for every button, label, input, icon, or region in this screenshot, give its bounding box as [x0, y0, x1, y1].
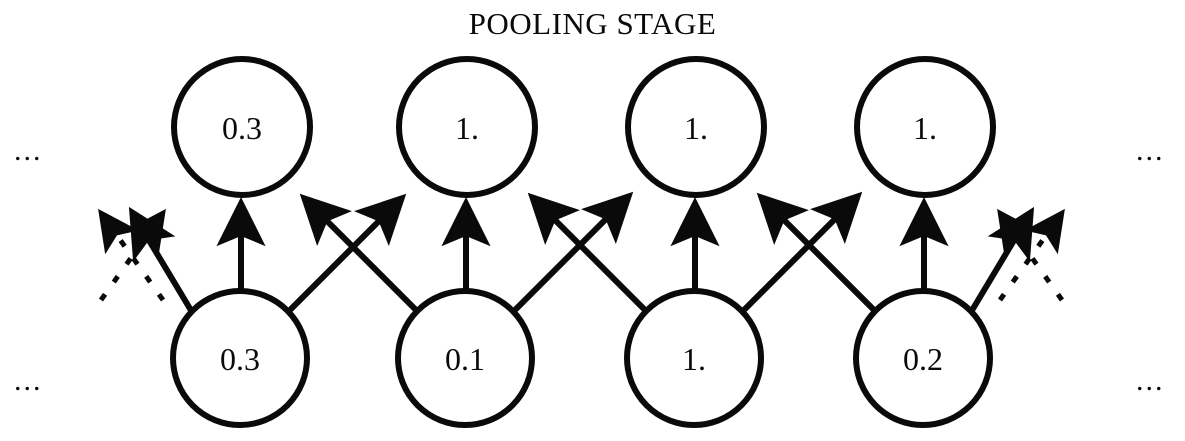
dashed-edge-right-out [997, 208, 1065, 302]
pooling-node-1[interactable] [171, 56, 313, 198]
pooling-outputs-row [171, 56, 996, 198]
detector-node-3[interactable] [624, 288, 764, 428]
pooling-node-3[interactable] [625, 56, 767, 198]
dashed-edge-left-out [98, 208, 166, 302]
page-title: POOLING STAGE [468, 6, 717, 41]
edge-b4-to-offscreen-right [968, 206, 1035, 314]
ellipsis-top-left: ... [14, 134, 43, 167]
dashed-edge-group-left [98, 208, 166, 302]
dashed-edge-group-right [997, 208, 1065, 302]
edge-b3-to-t4 [739, 191, 863, 315]
edge-b1-to-t2 [285, 193, 407, 315]
ellipsis-bottom-left: ... [14, 364, 43, 397]
edge-b2-to-t3 [510, 191, 634, 315]
detector-node-2[interactable] [395, 288, 535, 428]
pooling-node-2[interactable] [396, 56, 538, 198]
detector-inputs-row [170, 288, 993, 428]
edge-b2-to-t1 [299, 193, 421, 315]
edge-group-vertical [216, 196, 949, 292]
detector-node-1[interactable] [170, 288, 310, 428]
detector-node-4[interactable] [853, 288, 993, 428]
edge-group-diagonal-up-left [299, 192, 879, 315]
edge-group-boundary-solid [128, 206, 1035, 314]
edge-b4-to-t3 [756, 192, 879, 315]
ellipsis-top-right: ... [1136, 134, 1165, 167]
edge-b3-to-t2 [527, 192, 650, 315]
edge-b1-to-offscreen-left [128, 206, 195, 314]
pooling-node-4[interactable] [854, 56, 996, 198]
ellipsis-bottom-right: ... [1136, 364, 1165, 397]
edge-group-diagonal-up-right [285, 191, 863, 315]
